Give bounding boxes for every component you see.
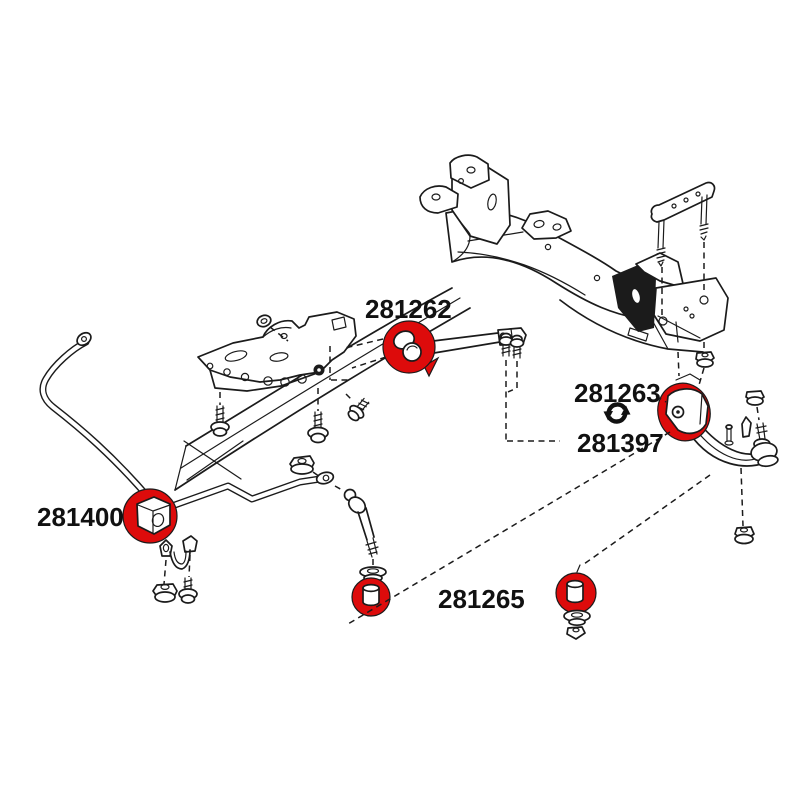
- subframe-mounting-studs: [650, 181, 716, 386]
- end-link: [334, 485, 387, 583]
- bushing-highlight-281262: [382, 320, 440, 378]
- radius-rod: [329, 327, 560, 442]
- part-label-281400: 281400: [37, 502, 124, 532]
- part-label-281265: 281265: [438, 584, 525, 614]
- bushing-highlight-281263-281397: [657, 382, 711, 442]
- sway-bar-clamp-and-fasteners: [152, 535, 198, 604]
- washer-bushing-right-281265: [555, 564, 597, 640]
- strut-rod-bracket: [197, 311, 370, 478]
- swap-arrows-icon: [602, 398, 632, 433]
- part-label-281397: 281397: [577, 428, 664, 458]
- subframe-crossmember: [419, 154, 729, 353]
- part-label-281262: 281262: [365, 294, 452, 324]
- washer-bushing-left-281265: [351, 577, 391, 617]
- bushing-highlight-281400: [122, 488, 178, 544]
- leader-lines: [347, 395, 711, 625]
- part-label-281263: 281263: [574, 378, 661, 408]
